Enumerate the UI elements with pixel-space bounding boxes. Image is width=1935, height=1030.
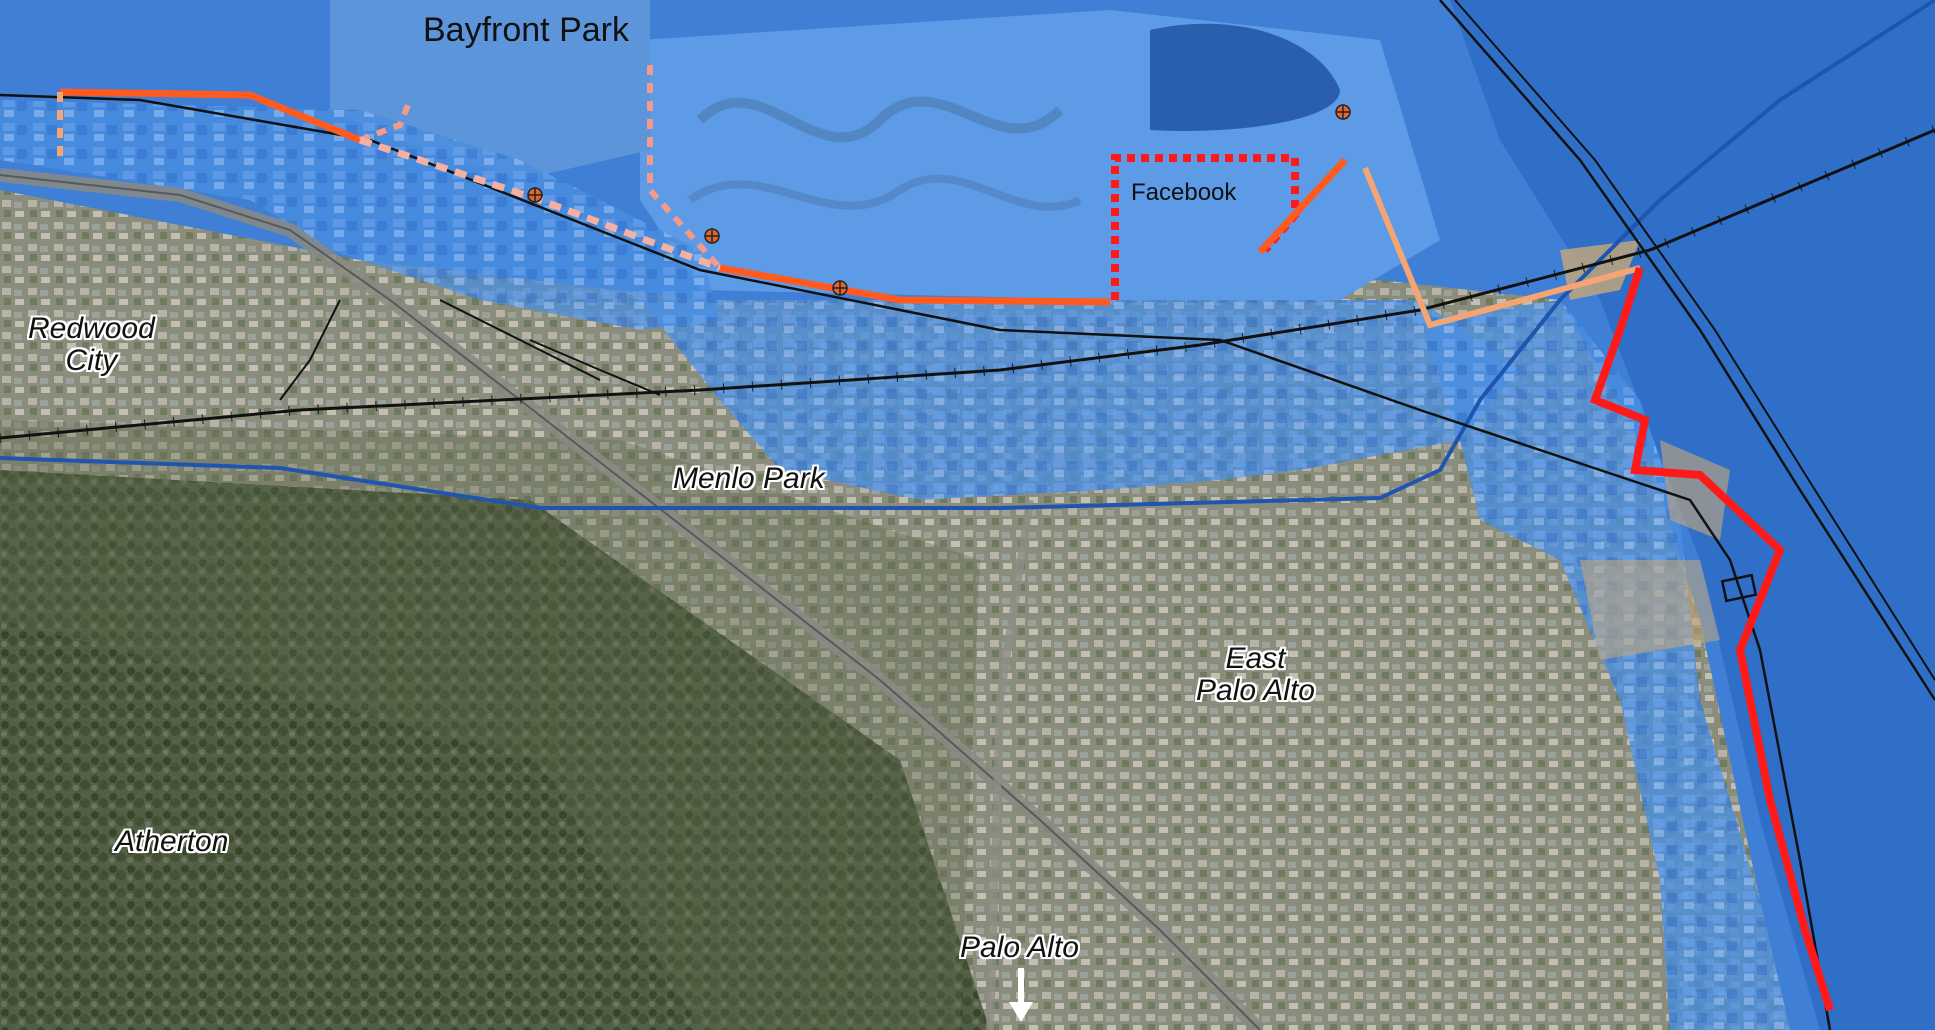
flood-zone-north: [0, 100, 720, 330]
rail-spur: [279, 299, 341, 401]
dry-field: [1580, 560, 1720, 660]
label-redwood-city: Redwood City: [28, 312, 155, 378]
label-atherton: Atherton: [115, 825, 229, 858]
circle-cross-marker-icon: [704, 228, 720, 244]
rail-spur: [439, 299, 601, 381]
arrow-down-icon: [1009, 968, 1033, 1022]
label-east-palo-alto: East Palo Alto: [1196, 642, 1315, 708]
levee-dashed-line: [358, 98, 413, 143]
flood-zone-east: [1420, 300, 1790, 1030]
label-redwood-city-line1: Redwood: [28, 312, 155, 345]
levee-existing-line: [1257, 157, 1348, 255]
levee-dashed-line: [647, 65, 723, 271]
circle-cross-marker-icon: [832, 280, 848, 296]
label-east-palo-alto-line2: Palo Alto: [1196, 674, 1315, 708]
dry-field: [1660, 440, 1730, 540]
highway-blue-line: [0, 0, 1935, 510]
marsh-channel: [687, 174, 1082, 211]
rail-line: [1439, 0, 1935, 701]
flood-zone-central: [640, 300, 1520, 500]
label-bayfront-park: Bayfront Park: [423, 11, 629, 49]
rail-line-ties: [0, 125, 1935, 443]
marsh-channel: [696, 96, 1064, 143]
label-palo-alto: Palo Alto: [960, 931, 1079, 964]
levee-red-line: [1589, 266, 1834, 1012]
label-redwood-city-line2: City: [65, 344, 118, 378]
el-camino-road: [986, 499, 1034, 1030]
label-menlo-park: Menlo Park: [673, 462, 825, 495]
circle-cross-marker-icon: [527, 187, 543, 203]
levee-existing-line: [59, 88, 362, 144]
rail-spur: [529, 339, 661, 396]
rail-station: [1720, 573, 1758, 603]
marsh-area: [640, 10, 1440, 300]
label-facebook: Facebook: [1131, 179, 1237, 206]
atherton-tree-cover: [0, 470, 990, 1030]
circle-cross-marker-icon: [1335, 104, 1351, 120]
highway-101: [0, 174, 1261, 1030]
rail-line: [1454, 0, 1935, 681]
levee-existing-line: [719, 264, 1111, 306]
levee-light-orange-line: [1362, 166, 1641, 329]
pond: [1150, 23, 1340, 131]
label-east-palo-alto-line1: East: [1225, 642, 1286, 675]
